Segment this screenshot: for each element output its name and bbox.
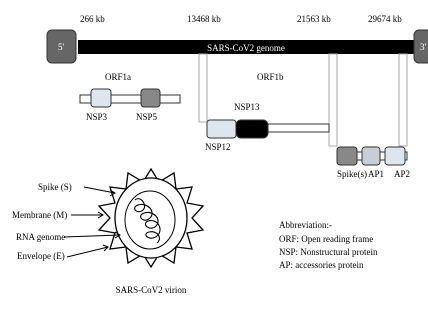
virion-arrows — [63, 186, 121, 258]
orf1b-label: ORF1b — [257, 72, 284, 82]
arrowhead-envelope — [102, 244, 109, 252]
three-prime-cap — [413, 29, 428, 64]
virion-label-rna: RNA genome — [16, 232, 65, 242]
nsp5-label: NSP5 — [136, 112, 158, 122]
spike-box — [336, 146, 358, 166]
virion-illustration — [97, 167, 205, 269]
orf1a-bar — [79, 94, 181, 104]
abbreviation-nsp: NSP: Nonstructural protein — [279, 247, 378, 257]
arrowhead-spike — [109, 189, 116, 197]
arrowhead-membrane — [97, 211, 104, 219]
position-label-13468: 13468 kb — [187, 14, 221, 24]
position-label-21563: 21563 kb — [297, 14, 331, 24]
ap2-label: AP2 — [394, 169, 410, 179]
abbreviation-orf: ORF: Open reading frame — [279, 234, 373, 244]
ap2-box — [384, 146, 406, 166]
ap1-box — [361, 146, 381, 166]
genome-title: SARS-CoV2 genome — [207, 43, 285, 53]
nsp13-label: NSP13 — [234, 102, 260, 112]
divider-end — [398, 53, 408, 147]
virion-label-membrane: Membrane (M) — [12, 210, 67, 220]
five-prime-label: 5' — [58, 42, 65, 52]
virion-membrane — [124, 190, 176, 250]
spike-protein-label: Spike(s) — [337, 169, 367, 179]
position-label-266: 266 kb — [80, 14, 105, 24]
three-prime-label: 3' — [420, 42, 427, 52]
divider-orf1a-orf1b — [198, 53, 208, 123]
abbreviation-ap: AP: accessories protein — [279, 260, 364, 270]
nsp12-label: NSP12 — [205, 142, 231, 152]
abbreviation-title: Abbreviation:- — [279, 220, 332, 230]
virion-spiky-shell — [97, 167, 205, 269]
rna-genome-coil — [134, 198, 161, 244]
arrow-rna — [63, 234, 121, 238]
orf-dividers — [198, 53, 408, 147]
nsp13-box — [235, 119, 269, 139]
ap1-label: AP1 — [368, 169, 384, 179]
arrowhead-rna — [114, 231, 121, 239]
virion-envelope — [114, 177, 188, 259]
arrow-spike — [83, 186, 116, 194]
nsp3-label: NSP3 — [86, 112, 108, 122]
arrow-envelope — [66, 246, 109, 258]
nsp5-box — [140, 88, 161, 108]
nsp3-box — [90, 88, 112, 108]
five-prime-cap — [46, 29, 77, 64]
position-label-29674: 29674 kb — [368, 14, 402, 24]
nsp12-box — [206, 119, 237, 139]
virion-label-spike: Spike (S) — [38, 182, 72, 192]
genome-bar — [78, 40, 414, 54]
virion-caption: SARS-CoV2 virion — [116, 285, 187, 295]
orf1a-label: ORF1a — [105, 72, 131, 82]
divider-orf1b-s — [328, 53, 338, 147]
virion-label-envelope: Envelope (E) — [17, 251, 65, 261]
